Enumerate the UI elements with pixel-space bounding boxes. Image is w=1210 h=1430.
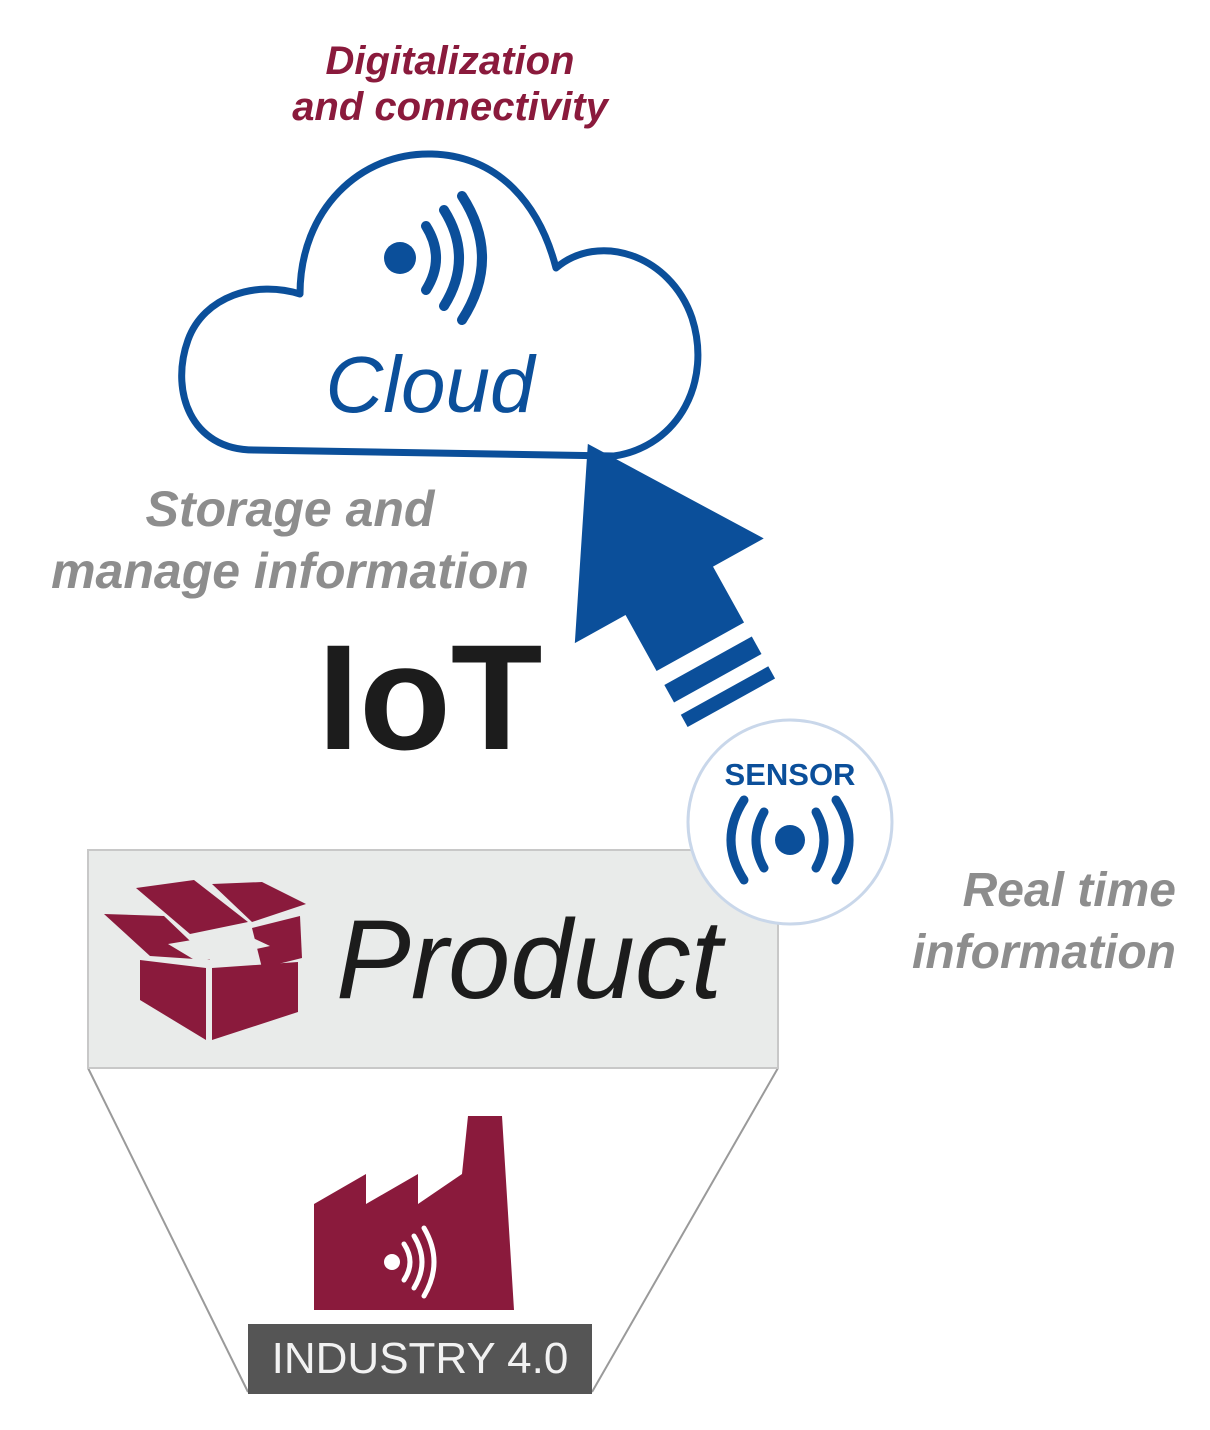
sensor-broadcast-icon — [726, 795, 854, 885]
realtime-caption-line1: Real time — [962, 864, 1176, 917]
industry-bar — [248, 1324, 592, 1394]
digitalization-caption: Digitalization and connectivity — [240, 38, 660, 130]
upload-arrow-icon — [574, 443, 776, 727]
storage-caption: Storage and manage information — [20, 478, 560, 602]
realtime-caption-line2: information — [912, 926, 1176, 979]
funnel-lines — [87, 1067, 779, 1393]
storage-caption-line2: manage information — [51, 543, 529, 599]
wireless-signal-icon — [384, 1225, 437, 1299]
digitalization-caption-line1: Digitalization — [325, 39, 575, 83]
open-box-icon — [104, 880, 306, 1040]
cloud-label: Cloud — [325, 340, 535, 429]
wireless-signal-icon — [384, 191, 487, 325]
factory-icon — [314, 1116, 514, 1310]
industry-label: INDUSTRY 4.0 — [271, 1334, 569, 1383]
digitalization-caption-line2: and connectivity — [292, 85, 608, 129]
product-label: Product — [336, 897, 722, 1022]
iot-title: IoT — [317, 613, 543, 781]
sensor-label: SENSOR — [724, 757, 856, 792]
realtime-caption: Real time information — [846, 860, 1176, 984]
storage-caption-line1: Storage and — [145, 481, 435, 537]
